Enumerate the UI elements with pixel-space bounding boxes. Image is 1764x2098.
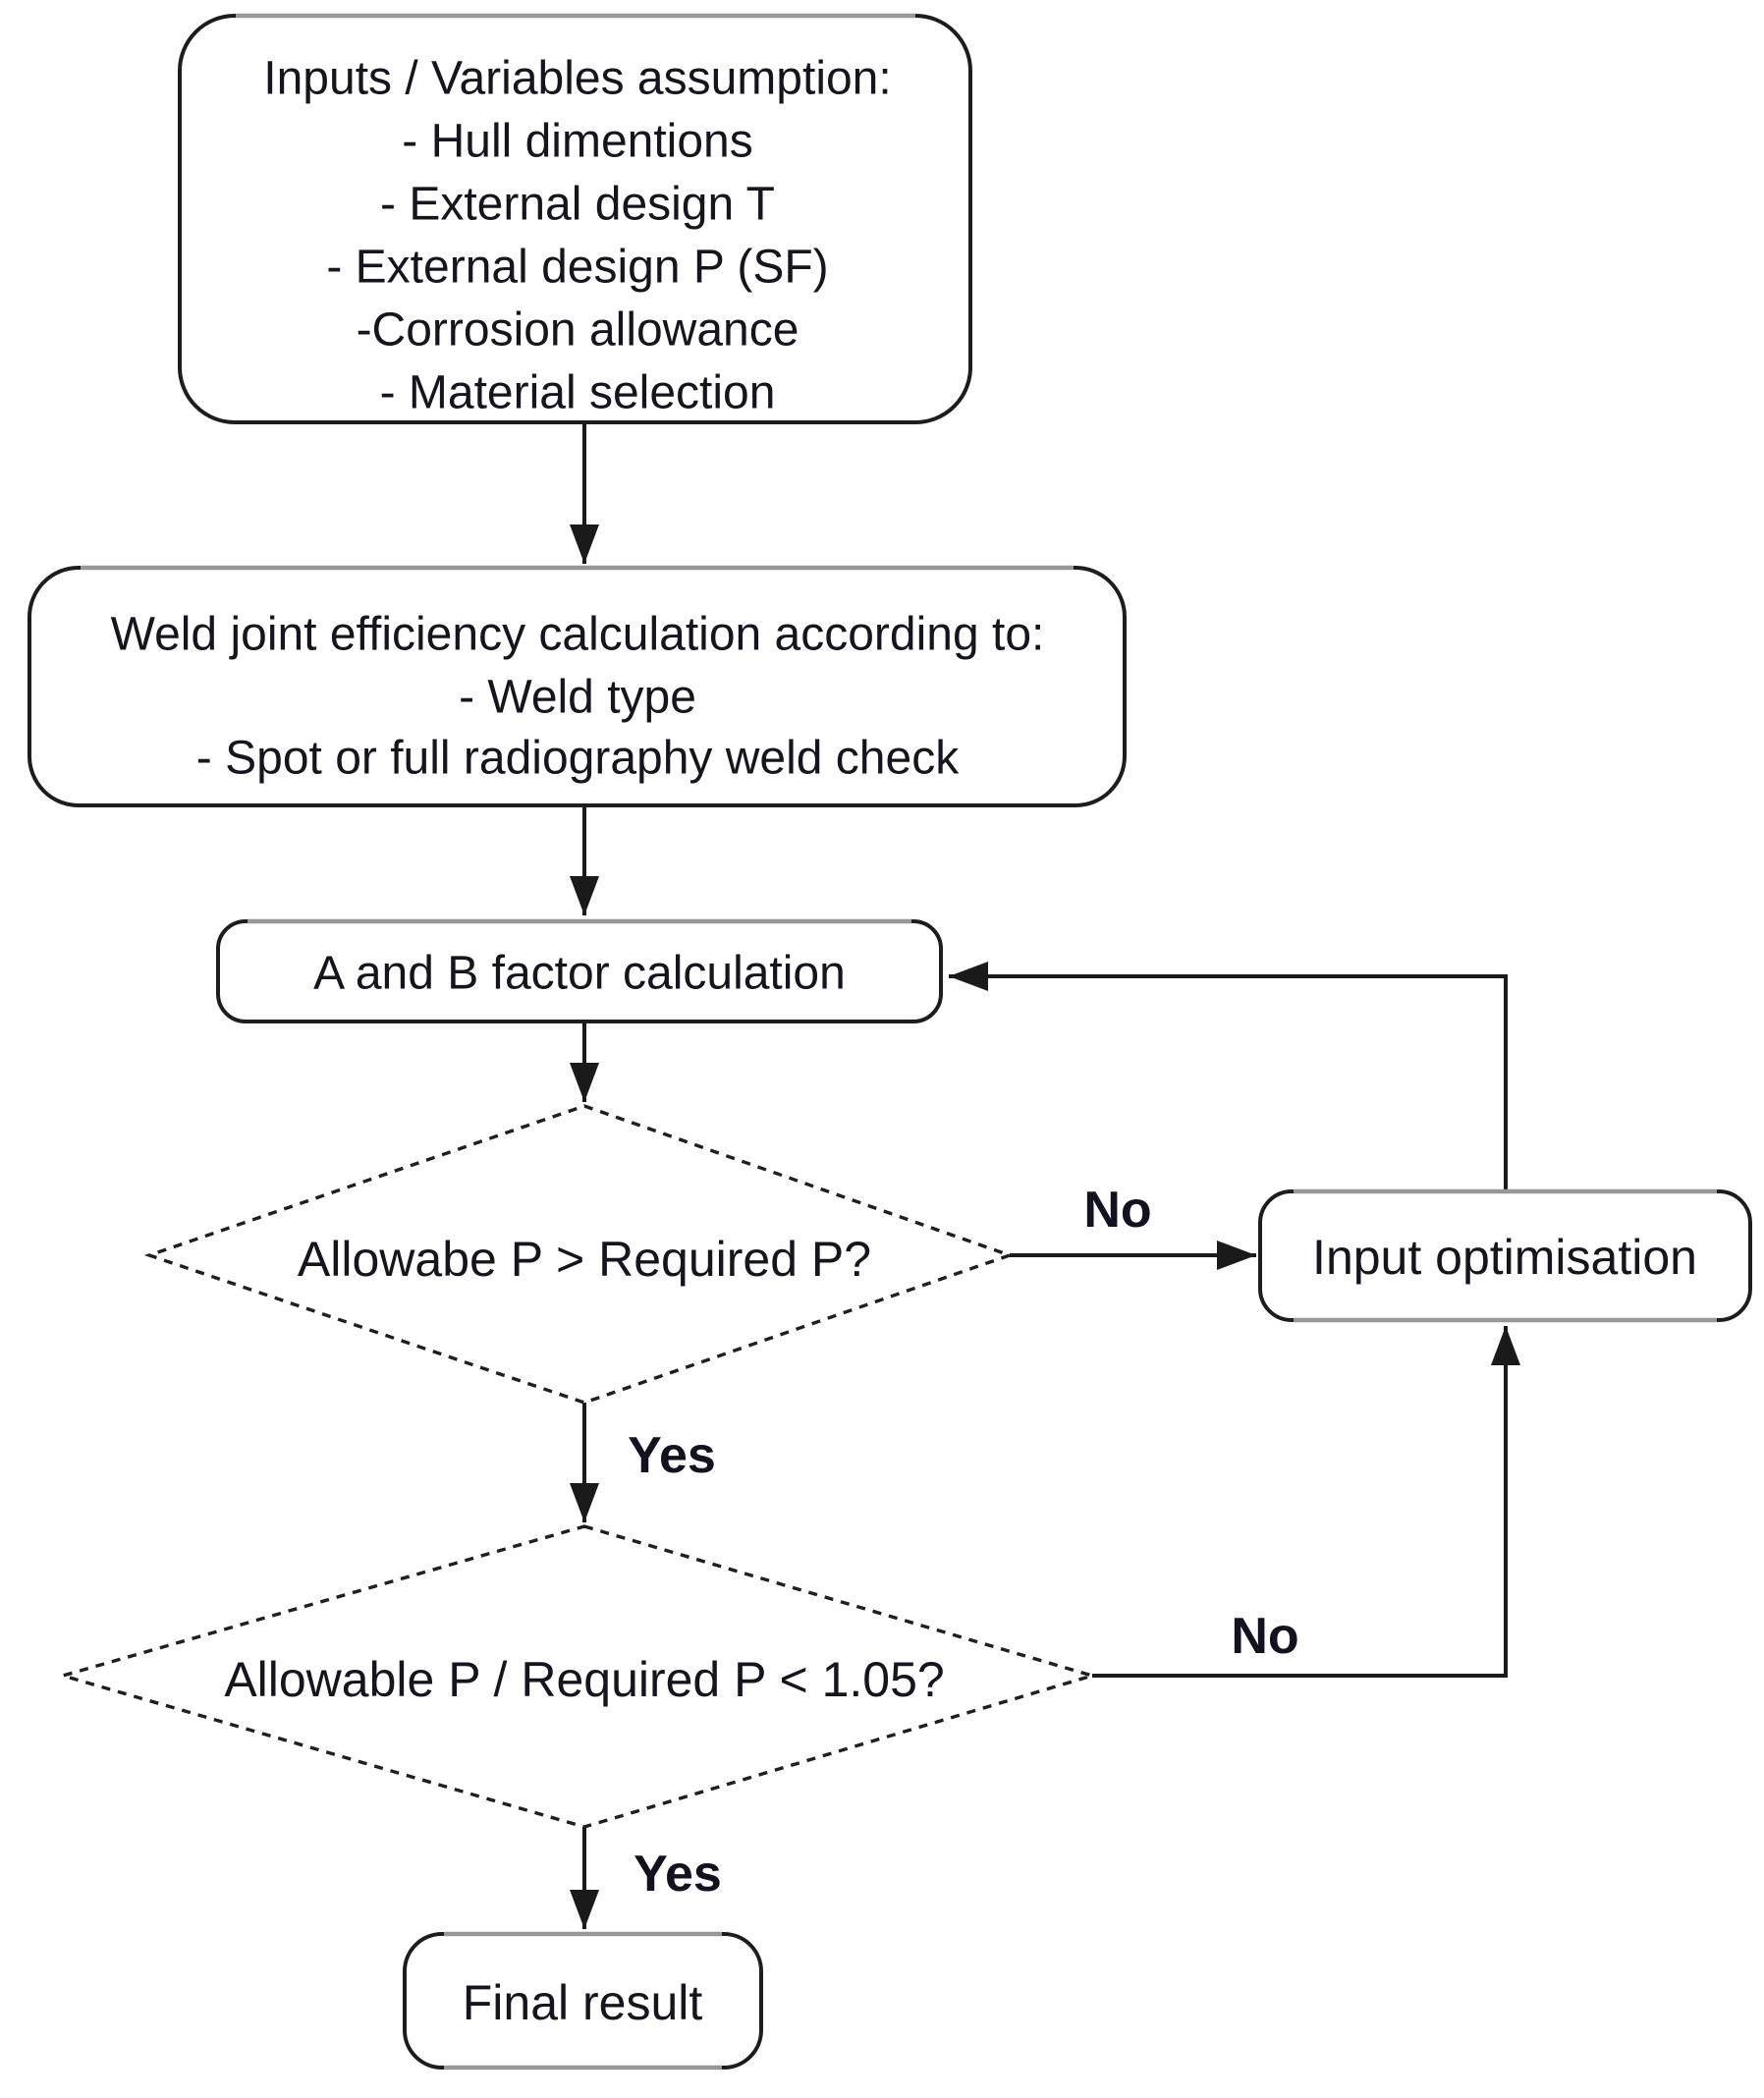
edges [570,424,1520,1929]
weld-item: - Weld type [459,672,696,724]
label-decision2-yes: Yes [634,1846,722,1903]
input-optimisation-label: Input optimisation [1312,1230,1697,1285]
inputs-item: - Hull dimentions [402,116,752,168]
decision2-diamond-shape [56,1524,1098,1829]
decision2-label: Allowable P / Required P < 1.05? [224,1652,944,1707]
label-decision1-no: No [1083,1182,1151,1239]
inputs-item: - External design T [380,179,775,231]
node-decision-allowable: Allowabe P > Required P? [143,1104,1016,1405]
weld-title: Weld joint efficiency calculation accord… [111,609,1045,661]
final-result-label: Final result [463,1975,703,2030]
node-final-result: Final result [403,1931,763,2070]
weld-item: - Spot or full radiography weld check [196,733,960,785]
inputs-item: - External design P (SF) [326,242,828,294]
node-ab-factor: A and B factor calculation [216,918,943,1023]
node-inputs: Inputs / Variables assumption: - Hull di… [178,13,972,424]
ab-factor-label: A and B factor calculation [313,948,846,1000]
decision1-diamond-shape [143,1104,1016,1405]
inputs-item: -Corrosion allowance [357,304,799,357]
edge-decision2-no [1092,1326,1520,1678]
node-weld-efficiency: Weld joint efficiency calculation accord… [28,565,1127,807]
node-input-optimisation: Input optimisation [1258,1188,1752,1323]
inputs-item: - Material selection [380,367,776,419]
label-decision2-no: No [1231,1608,1298,1665]
decision1-label: Allowabe P > Required P? [298,1232,871,1287]
label-decision1-yes: Yes [628,1427,716,1484]
inputs-title: Inputs / Variables assumption: [263,53,891,105]
edge-optimisation-feedback [949,962,1508,1191]
node-decision-ratio: Allowable P / Required P < 1.05? [56,1524,1098,1829]
